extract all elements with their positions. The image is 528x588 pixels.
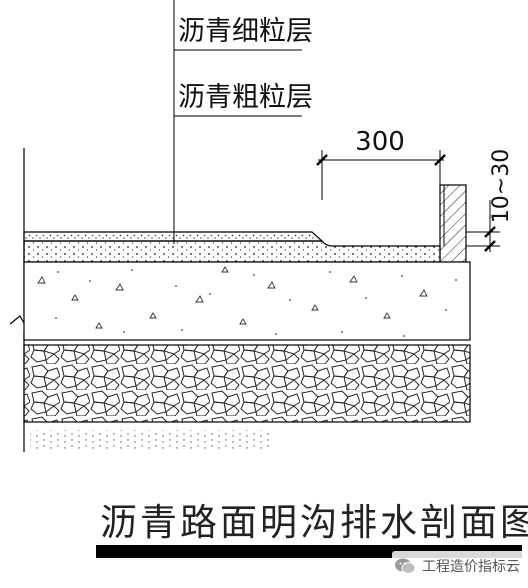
asphalt-fine-layer bbox=[23, 231, 324, 242]
watermark: 工程造价指标云 bbox=[392, 551, 526, 581]
base-course-layer bbox=[23, 261, 471, 341]
coarse-layer-label: 沥青粗粒层 bbox=[178, 82, 313, 113]
height-dimension-label: 10~30 bbox=[489, 149, 514, 223]
drawing-title: 沥青路面明沟排水剖面图 bbox=[100, 501, 528, 544]
asphalt-coarse-layer bbox=[23, 240, 441, 263]
tick-mark-left bbox=[316, 154, 328, 166]
tick-mark-top bbox=[484, 226, 496, 238]
watermark-text: 工程造价指标云 bbox=[422, 559, 520, 575]
width-dimension-label: 300 bbox=[355, 127, 405, 157]
fine-layer-label: 沥青细粒层 bbox=[178, 16, 313, 47]
tick-mark-bottom bbox=[484, 240, 496, 252]
gravel-layer bbox=[23, 344, 471, 423]
base-course-aggregate bbox=[37, 266, 428, 329]
wechat-icon bbox=[395, 558, 416, 574]
tick-mark-right bbox=[434, 154, 446, 166]
base-course-fines bbox=[55, 269, 457, 337]
subgrade-soil bbox=[30, 430, 270, 450]
